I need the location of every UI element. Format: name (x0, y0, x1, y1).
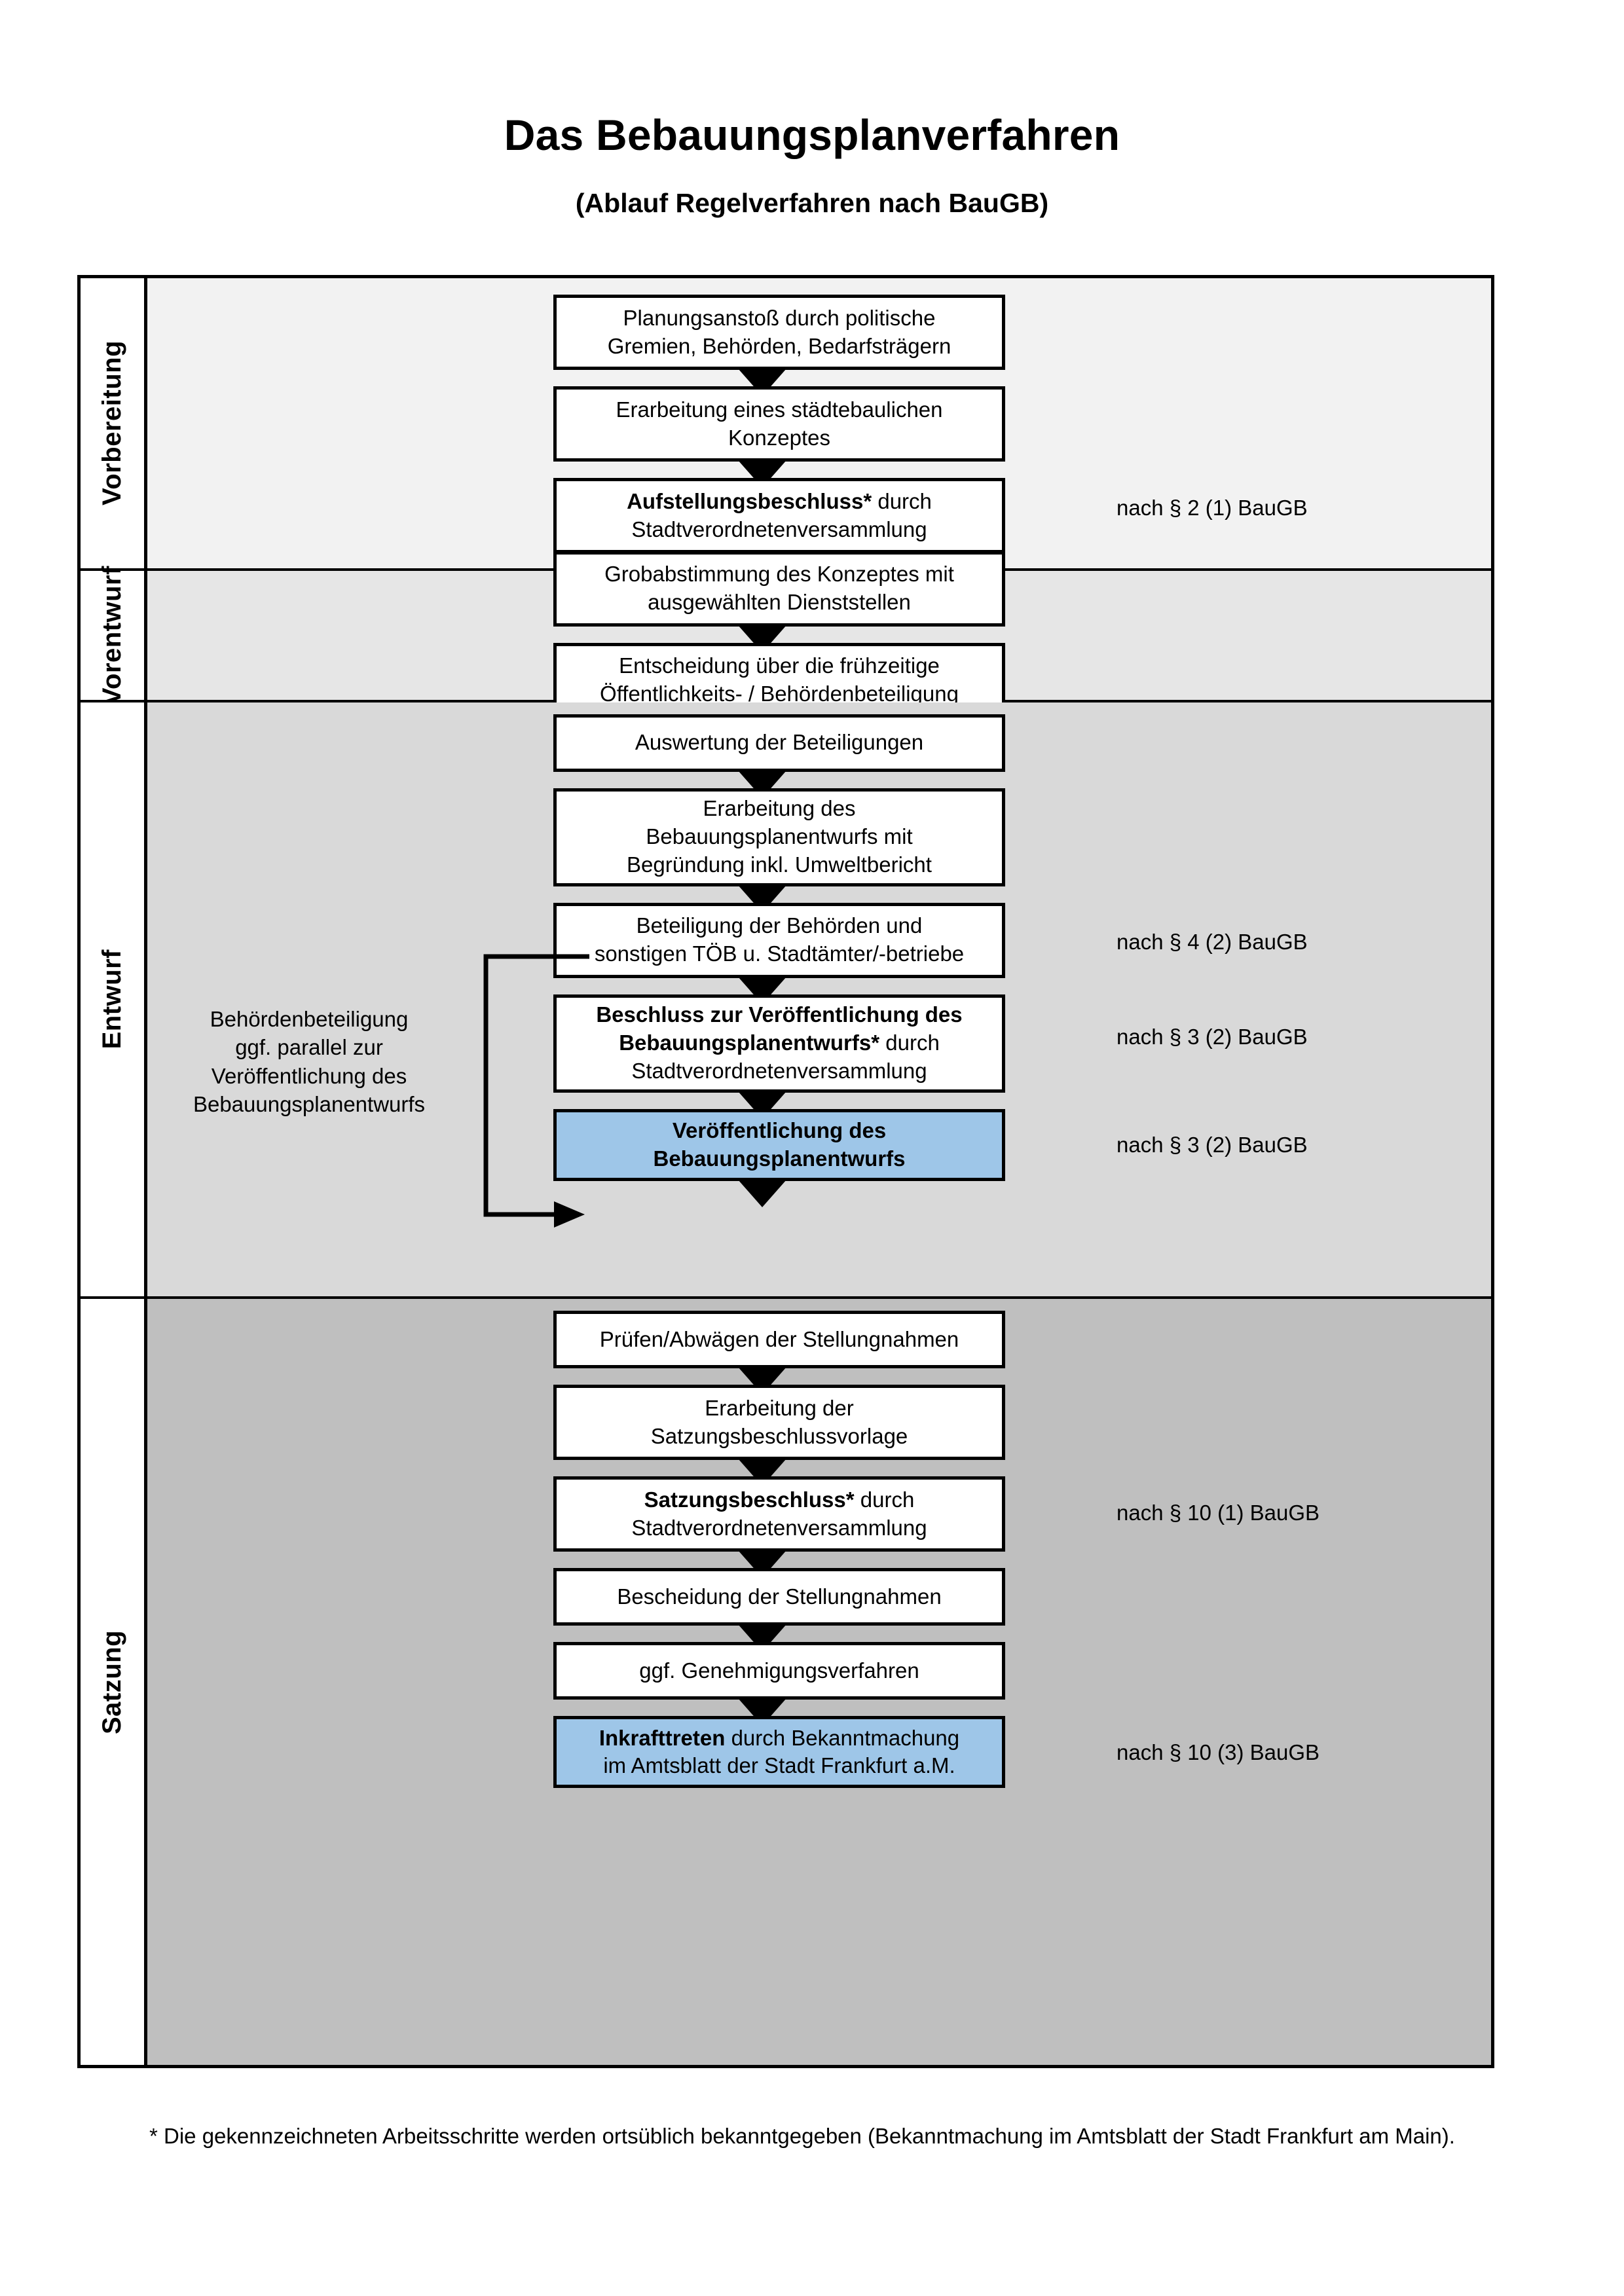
flow-step-line: Satzungsbeschlussvorlage (650, 1423, 908, 1448)
flow-step-line: ausgewählten Dienststellen (648, 590, 911, 615)
flow-step-line: sonstigen TÖB u. Stadtämter/-betriebe (594, 941, 965, 966)
flow-step-pruefen-abwaegen[interactable]: Prüfen/Abwägen der Stellungnahmen (553, 1311, 1005, 1369)
flow-step-line: Grobabstimmung des Konzeptes mit (604, 562, 954, 587)
phase-body-entwurf: Auswertung der Beteiligungen Erarbeitung… (147, 702, 1491, 1297)
legal-note-paragraph-2-1: nach § 2 (1) BauGB (1116, 496, 1308, 520)
flow-step-line: Prüfen/Abwägen der Stellungnahmen (599, 1327, 959, 1352)
flow-step-line: Beteiligung der Behörden und (636, 913, 923, 938)
flow-step-line-bold: Aufstellungsbeschluss* (627, 488, 872, 513)
title-block: Das Bebauungsplanverfahren (Ablauf Regel… (0, 111, 1624, 219)
flow-step-satzungsbeschluss[interactable]: Satzungsbeschluss* durch Stadtverordnete… (553, 1476, 1005, 1552)
flowchart-frame: Vorbereitung Planungsanstoß durch politi… (77, 275, 1494, 2068)
flow-step-inkrafttreten[interactable]: Inkrafttreten durch Bekanntmachung im Am… (553, 1716, 1005, 1789)
flow-step-planungsanstoss[interactable]: Planungsanstoß durch politische Gremien,… (553, 295, 1005, 370)
flow-step-line: Inkrafttreten durch Bekanntmachung (564, 1724, 994, 1753)
phase-body-vorentwurf: Grobabstimmung des Konzeptes mit ausgewä… (147, 551, 1491, 833)
phase-label-text: Vorentwurf (98, 565, 126, 705)
parallel-process-connector (483, 954, 589, 1228)
flow-step-beteiligung-behoerden-toeb[interactable]: Beteiligung der Behörden und sonstigen T… (553, 902, 1005, 978)
flow-step-line: Erarbeitung der (705, 1396, 854, 1421)
flow-arrow-down-icon (738, 1179, 786, 1207)
legal-note-paragraph-10-1: nach § 10 (1) BauGB (1116, 1501, 1320, 1525)
flow-step-line-suffix: durch (854, 1487, 915, 1512)
flow-step-line-bold: Satzungsbeschluss* (644, 1487, 855, 1512)
flow-step-line-suffix: durch (879, 1030, 940, 1055)
side-annotation-line: ggf. parallel zur (235, 1035, 383, 1060)
flow-step-grobabstimmung[interactable]: Grobabstimmung des Konzeptes mit ausgewä… (553, 551, 1005, 627)
phase-band-entwurf: Entwurf Auswertung der Beteiligungen Era… (81, 702, 1491, 1300)
phase-band-vorentwurf: Vorentwurf Grobabstimmung des Konzeptes … (81, 551, 1491, 833)
flow-step-line-bold: Inkrafttreten (599, 1725, 726, 1750)
phase-label-entwurf: Entwurf (81, 702, 147, 1297)
side-annotation-line: Bebauungsplanentwurfs (193, 1092, 426, 1117)
flow-step-bescheidung-stellungnahmen[interactable]: Bescheidung der Stellungnahmen (553, 1568, 1005, 1626)
footnote-text: * Die gekennzeichneten Arbeitsschritte w… (149, 2124, 1455, 2148)
flow-step-line: Beschluss zur Veröffentlichung des (596, 1002, 963, 1027)
page-subtitle: (Ablauf Regelverfahren nach BauGB) (575, 187, 1049, 218)
flow-step-line: Bebauungsplanentwurfs* durch (564, 1029, 994, 1057)
flow-step-line-suffix: durch Bekanntmachung (725, 1725, 960, 1750)
flow-step-veroeffentlichung-bebauungsplanentwurf[interactable]: Veröffentlichung des Bebauungsplanentwur… (553, 1108, 1005, 1181)
page-title: Das Bebauungsplanverfahren (504, 111, 1120, 159)
phase-band-satzung: Satzung Prüfen/Abwägen der Stellungnahme… (81, 1299, 1491, 2065)
flow-step-erarbeitung-bebauungsplanentwurf[interactable]: Erarbeitung des Bebauungsplanentwurfs mi… (553, 788, 1005, 886)
flow-step-line-suffix: durch (872, 488, 932, 513)
flow-step-staedtebauliches-konzept[interactable]: Erarbeitung eines städtebaulichen Konzep… (553, 386, 1005, 462)
side-annotation-line: Veröffentlichung des (211, 1063, 407, 1088)
flow-step-genehmigungsverfahren[interactable]: ggf. Genehmigungsverfahren (553, 1642, 1005, 1700)
phase-body-satzung: Prüfen/Abwägen der Stellungnahmen Erarbe… (147, 1299, 1491, 2065)
flow-step-line: Stadtverordnetenversammlung (631, 1059, 927, 1084)
flow-step-line: Erarbeitung des (703, 796, 856, 821)
phase-label-text: Satzung (98, 1630, 126, 1734)
flow-step-line: Veröffentlichung des (672, 1118, 887, 1142)
phase-label-text: Vorbereitung (98, 340, 126, 506)
flow-step-line: Begründung inkl. Umweltbericht (627, 852, 932, 877)
flow-step-aufstellungsbeschluss[interactable]: Aufstellungsbeschluss* durch Stadtverord… (553, 478, 1005, 553)
flow-step-erarbeitung-satzungsbeschlussvorlage[interactable]: Erarbeitung der Satzungsbeschlussvorlage (553, 1385, 1005, 1461)
legal-note-paragraph-3-2-beschluss: nach § 3 (2) BauGB (1116, 1024, 1308, 1049)
flow-step-line: Planungsanstoß durch politische (623, 305, 936, 330)
side-annotation-behoerdenbeteiligung: Behördenbeteiligung ggf. parallel zur Ve… (168, 1005, 450, 1119)
flow-step-line: Bebauungsplanentwurfs mit (646, 824, 913, 849)
flow-step-line: Satzungsbeschluss* durch (564, 1486, 994, 1514)
flow-step-line-bold: Bebauungsplanentwurfs* (619, 1030, 880, 1055)
flow-step-line: Stadtverordnetenversammlung (631, 1515, 927, 1540)
phase-label-vorbereitung: Vorbereitung (81, 278, 147, 568)
flow-step-line: Öffentlichkeits- / Behördenbeteiligung (600, 682, 959, 706)
phase-label-satzung: Satzung (81, 1299, 147, 2065)
legal-note-paragraph-4-2: nach § 4 (2) BauGB (1116, 929, 1308, 954)
phase-band-vorbereitung: Vorbereitung Planungsanstoß durch politi… (81, 278, 1491, 579)
flow-step-auswertung-beteiligungen[interactable]: Auswertung der Beteiligungen (553, 714, 1005, 772)
phase-body-vorbereitung: Planungsanstoß durch politische Gremien,… (147, 278, 1491, 579)
phase-label-text: Entwurf (98, 949, 126, 1049)
flow-step-line: Konzeptes (728, 425, 830, 450)
flow-step-line: Entscheidung über die frühzeitige (619, 653, 940, 678)
flow-step-line: Gremien, Behörden, Bedarfsträgern (607, 333, 951, 358)
legal-note-paragraph-10-3: nach § 10 (3) BauGB (1116, 1740, 1320, 1765)
legal-note-paragraph-3-2-veroeffentlichung: nach § 3 (2) BauGB (1116, 1132, 1308, 1157)
flow-step-line: Auswertung der Beteiligungen (635, 730, 924, 755)
side-annotation-line: Behördenbeteiligung (210, 1006, 409, 1031)
flow-step-line: Aufstellungsbeschluss* durch (564, 488, 994, 516)
flow-step-beschluss-veroeffentlichung[interactable]: Beschluss zur Veröffentlichung des Bebau… (553, 994, 1005, 1093)
phase-label-vorentwurf: Vorentwurf (81, 566, 147, 705)
flow-step-line: Bebauungsplanentwurfs (653, 1146, 906, 1171)
flow-step-line: Bescheidung der Stellungnahmen (617, 1584, 942, 1609)
flow-step-line: im Amtsblatt der Stadt Frankfurt a.M. (603, 1753, 955, 1778)
flow-step-line: ggf. Genehmigungsverfahren (639, 1658, 919, 1683)
flow-step-line: Erarbeitung eines städtebaulichen (616, 397, 943, 422)
flow-step-line: Stadtverordnetenversammlung (631, 517, 927, 541)
